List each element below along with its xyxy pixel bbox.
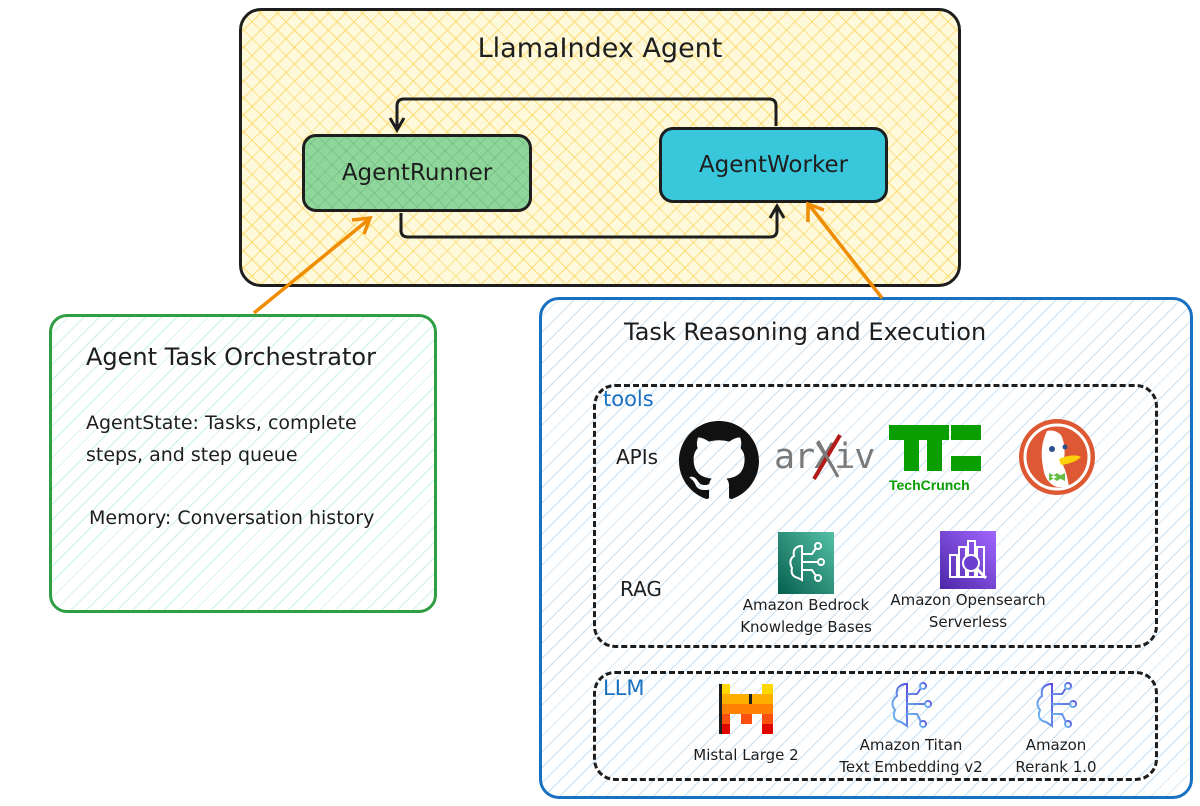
rag-label: RAG (620, 577, 662, 601)
mistral-caption: Mistal Large 2 (693, 746, 799, 764)
rerank-icon (1036, 682, 1077, 728)
orchestrator-to-runner-arrow (252, 215, 373, 315)
orchestrator-state-text: AgentState: Tasks, complete steps, and s… (86, 412, 357, 466)
llm-group: LLM Mistal Large 2 Amazon (593, 671, 1158, 781)
apis-label: APIs (616, 445, 659, 469)
github-icon (679, 421, 759, 500)
titan-caption-line2: Text Embedding v2 (839, 758, 983, 776)
agent-runner-label: AgentRunner (341, 160, 493, 186)
opensearch-icon (940, 531, 996, 589)
agent-title: LlamaIndex Agent (477, 33, 723, 64)
techcrunch-text-tech: Tech (889, 477, 921, 493)
llm-label: LLM (603, 676, 645, 700)
llm-item-mistral: Mistal Large 2 (686, 684, 806, 766)
titan-caption-line1: Amazon Titan (859, 736, 963, 754)
task-reasoning-title: Task Reasoning and Execution (624, 318, 987, 346)
bedrock-caption-line1: Amazon Bedrock (742, 596, 870, 614)
opensearch-caption-line1: Amazon Opensearch (890, 591, 1046, 609)
worker-to-runner-arrow (395, 97, 778, 128)
rerank-caption-line2: Rerank 1.0 (1015, 758, 1097, 776)
task-to-worker-arrow (806, 201, 884, 300)
techcrunch-text-crunch: Crunch (920, 477, 970, 493)
opensearch-caption-line2: Serverless (928, 613, 1008, 631)
rerank-caption-line1: Amazon (1025, 736, 1087, 754)
orchestrator-title: Agent Task Orchestrator (86, 343, 376, 371)
titan-icon (891, 682, 932, 728)
mistral-icon (719, 684, 773, 734)
bedrock-caption-line2: Knowledge Bases (740, 618, 872, 636)
agent-worker-node: AgentWorker (659, 127, 888, 203)
techcrunch-logo: TechCrunch (889, 425, 981, 495)
tools-group: tools APIs arXiv TechCrunch (593, 384, 1158, 648)
agent-runner-node: AgentRunner (302, 134, 532, 212)
llm-item-titan: Amazon Titan Text Embedding v2 (836, 678, 986, 778)
task-reasoning-box: Task Reasoning and Execution tools APIs … (539, 297, 1193, 799)
rag-item-bedrock: Amazon Bedrock Knowledge Bases (736, 532, 876, 638)
arxiv-x-mark (812, 433, 842, 481)
duckduckgo-icon (1019, 419, 1095, 495)
agent-task-orchestrator-box: Agent Task Orchestrator AgentState: Task… (49, 314, 437, 613)
tools-label: tools (603, 387, 654, 411)
runner-to-worker-arrow (399, 208, 779, 239)
orchestrator-memory-text: Memory: Conversation history (89, 507, 375, 529)
arxiv-logo: arXiv (774, 433, 875, 481)
rag-item-opensearch: Amazon Opensearch Serverless (888, 531, 1048, 633)
agent-worker-label: AgentWorker (698, 152, 849, 178)
bedrock-kb-icon (778, 532, 834, 594)
techcrunch-tc-mark (889, 425, 981, 471)
llm-item-rerank: Amazon Rerank 1.0 (996, 678, 1116, 778)
